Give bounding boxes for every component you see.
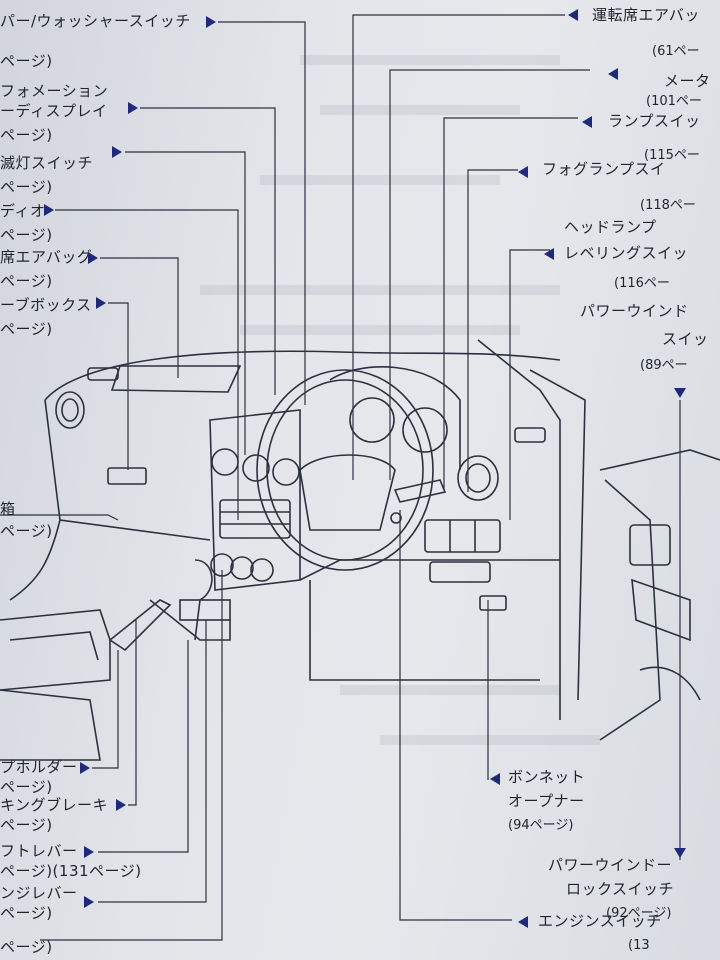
meter-label: メータ [664,72,711,90]
pointer-triangle [80,762,90,774]
info-display-label-2: ーディスプレイ [0,102,108,120]
bonnet-opener-page: (94ページ) [508,818,574,833]
glove-box-label: ーブボックス [0,296,92,314]
engine-switch-page: (13 [628,938,650,953]
bottom-left-page: ページ) [0,938,53,956]
engine-switch-label: エンジンスイッチ [538,912,662,930]
audio-label: ディオ [0,202,46,220]
bonnet-opener-label-2: オープナー [508,792,585,810]
pointer-triangle [84,846,94,858]
pointer-triangle [544,248,554,260]
power-window-switch-label-2: スイッ [662,330,709,348]
info-display-label-1: フォメーション [0,82,109,100]
pointer-triangle [112,146,122,158]
shift-lever-page: ページ)(131ページ) [0,862,142,880]
pointer-triangle [88,252,98,264]
pointer-triangle [568,9,578,21]
cup-holder-label: プホルダー [0,758,78,776]
change-lever-page: ページ) [0,904,53,922]
info-display-page: ページ) [0,126,53,144]
driver-airbag-label: 運転席エアバッ [592,6,700,24]
parking-brake-label: キングブレーキ [0,796,109,814]
pointer-triangle [518,166,528,178]
pointer-triangle [518,916,528,928]
lamp-switch-label: ランプスイッ [608,112,701,130]
meter-page: (101ペー [646,94,702,109]
pointer-triangle [84,896,94,908]
pointer-triangle [96,297,106,309]
box-label: 箱 [0,500,16,518]
bonnet-opener-label-1: ボンネット [508,768,586,786]
parking-brake-page: ページ) [0,816,53,834]
change-lever-label: ンジレバー [0,884,78,902]
pointer-triangle [582,116,592,128]
wiper-washer-switch-label: パー/ウォッシャースイッチ [0,12,191,30]
headlamp-leveling-label-1: ヘッドランプ [564,218,657,236]
pointer-triangle [674,388,686,398]
hazard-switch-page: ページ) [0,178,53,196]
fog-lamp-switch-page: (118ペー [640,198,696,213]
fog-lamp-switch-label: フォグランプスイ [542,160,666,178]
hazard-switch-label: 滅灯スイッチ [0,154,94,172]
passenger-airbag-page: ページ) [0,272,53,290]
cup-holder-page: ページ) [0,778,53,796]
pointer-triangle [608,68,618,80]
shift-lever-label: フトレバー [0,842,78,860]
lamp-switch-page: (115ペー [644,148,700,163]
driver-airbag-page: (61ペー [652,44,700,59]
pointer-triangle [44,204,54,216]
glove-box-page: ページ) [0,320,53,338]
box-page: ページ) [0,522,53,540]
pointer-triangle [206,16,216,28]
pointer-triangle [116,799,126,811]
wiper-washer-switch-page: ページ) [0,52,53,70]
pointer-triangle [674,848,686,858]
audio-page: ページ) [0,226,53,244]
headlamp-leveling-label-2: レベリングスイッ [564,244,689,262]
headlamp-leveling-page: (116ペー [614,276,670,291]
power-window-switch-label-1: パワーウインド [580,302,689,320]
window-lock-switch-page: (92ページ) [606,906,672,921]
passenger-airbag-label: 席エアバッグ [0,248,93,266]
window-lock-switch-label-1: パワーウインドー [548,856,673,874]
pointer-triangle [490,773,500,785]
window-lock-switch-label-2: ロックスイッチ [566,880,675,898]
pointer-triangle [128,102,138,114]
power-window-switch-page: (89ペー [640,358,688,373]
